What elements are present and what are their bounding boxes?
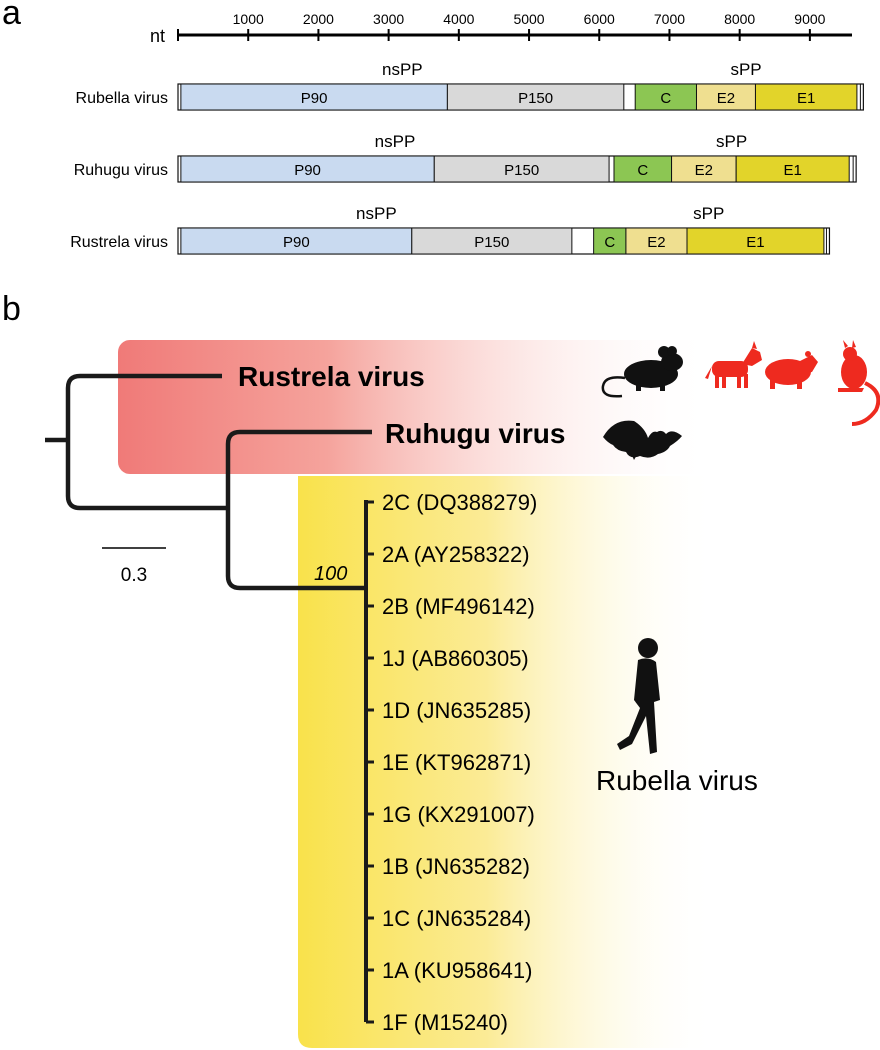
gene-segment-label: C: [637, 162, 648, 179]
nspp-label: nsPP: [382, 60, 423, 79]
gene-segment-label: E2: [647, 234, 665, 251]
rubella-genotype-leaf: 1D (JN635285): [382, 698, 531, 723]
rubella-genotype-leaf: 2A (AY258322): [382, 542, 530, 567]
nspp-label: nsPP: [356, 204, 397, 223]
genome-name: Ruhugu virus: [74, 162, 168, 179]
rubella-genotype-leaf: 1A (KU958641): [382, 958, 532, 983]
root-split: [65, 373, 230, 511]
axis-tick-label: 8000: [724, 11, 755, 27]
rubella-genotype-leaf: 1F (M15240): [382, 1010, 508, 1035]
gene-segment-e2: [695, 83, 756, 111]
capybara-icon: [765, 351, 818, 389]
rubella-virus-label: Rubella virus: [596, 765, 758, 796]
gene-segment-p90: [180, 83, 448, 111]
rubella-genotype-leaf: 1C (JN635284): [382, 906, 531, 931]
rubella-genotype-leaf: 1J (AB860305): [382, 646, 529, 671]
gene-segment-e2: [625, 227, 688, 255]
axis-tick-label: 7000: [654, 11, 685, 27]
axis-label-nt: nt: [150, 26, 165, 46]
rustrela-virus-label: Rustrela virus: [238, 361, 425, 392]
panel-b-label: b: [2, 290, 21, 328]
genome-map-row: Rubella virus P90 P150 C E2 E1 nsPP sPP: [76, 60, 864, 111]
axis-tick-label: 3000: [373, 11, 404, 27]
gene-segment-label: E1: [746, 234, 764, 251]
rubella-genotype-leaf: 2B (MF496142): [382, 594, 535, 619]
rubella-genotype-leaf: 1G (KX291007): [382, 802, 535, 827]
spp-label: sPP: [716, 132, 747, 151]
spp-label: sPP: [730, 60, 761, 79]
genome-map-row: Ruhugu virus P90 P150 C E2 E1 nsPP sPP: [74, 132, 857, 183]
phylogenetic-tree: 100 0.3 Rustrela virus Ruhugu virus 2C (…: [45, 340, 880, 1048]
axis-tick-label: 2000: [303, 11, 334, 27]
genome-map-row: Rustrela virus P90 P150 C E2 E1 nsPP sPP: [70, 204, 831, 255]
gene-segment-label: P90: [301, 90, 328, 107]
spp-label: sPP: [693, 204, 724, 223]
gene-segment-label: P150: [518, 90, 553, 107]
rubivirus-animal-clade-background: [118, 340, 716, 474]
genome-name: Rubella virus: [76, 90, 168, 107]
rubella-genotype-leaf: 1E (KT962871): [382, 750, 531, 775]
genome-name: Rustrela virus: [70, 234, 168, 251]
gene-segment-label: E1: [783, 162, 801, 179]
ruhugu-rubella-split: [225, 429, 372, 591]
gene-segment-label: E2: [717, 90, 735, 107]
bootstrap-value: 100: [314, 563, 347, 585]
gene-segment-e1: [735, 155, 850, 183]
axis-tick-label: 9000: [794, 11, 825, 27]
gene-segment-label: P90: [283, 234, 310, 251]
axis-tick-label: 1000: [233, 11, 264, 27]
gene-segment-p90: [180, 227, 413, 255]
mouse-icon: [601, 346, 683, 398]
wallaby-icon: [838, 340, 880, 426]
axis-tick-label: 5000: [513, 11, 544, 27]
axis-tick-label: 6000: [584, 11, 615, 27]
gene-segment-label: P150: [504, 162, 539, 179]
axis-tick-label: 4000: [443, 11, 474, 27]
gene-segment-p150: [411, 227, 573, 255]
gene-segment-p150: [433, 155, 610, 183]
bat-icon: [603, 420, 682, 460]
donkey-icon: [705, 341, 762, 388]
rubella-genotype-leaf: 1B (JN635282): [382, 854, 530, 879]
gene-segment-c: [634, 83, 697, 111]
gene-segment-label: C: [604, 234, 615, 251]
gene-segment-label: P90: [294, 162, 321, 179]
gene-segment-e1: [754, 83, 858, 111]
scale-bar-label: 0.3: [121, 565, 147, 586]
gene-segment-c: [613, 155, 673, 183]
panel-a-label: a: [2, 0, 21, 32]
gene-segment-label: P150: [474, 234, 509, 251]
gene-segment-e1: [686, 227, 825, 255]
rubella-genotype-leaf: 2C (DQ388279): [382, 490, 537, 515]
nspp-label: nsPP: [375, 132, 416, 151]
ruhugu-virus-label: Ruhugu virus: [385, 418, 565, 449]
gene-segment-e2: [671, 155, 737, 183]
gene-segment-p150: [446, 83, 625, 111]
gene-segment-label: E2: [695, 162, 713, 179]
gene-segment-label: C: [660, 90, 671, 107]
human-icon: [617, 638, 660, 754]
gene-segment-label: E1: [797, 90, 815, 107]
rubella-clade-background: [298, 476, 716, 1048]
